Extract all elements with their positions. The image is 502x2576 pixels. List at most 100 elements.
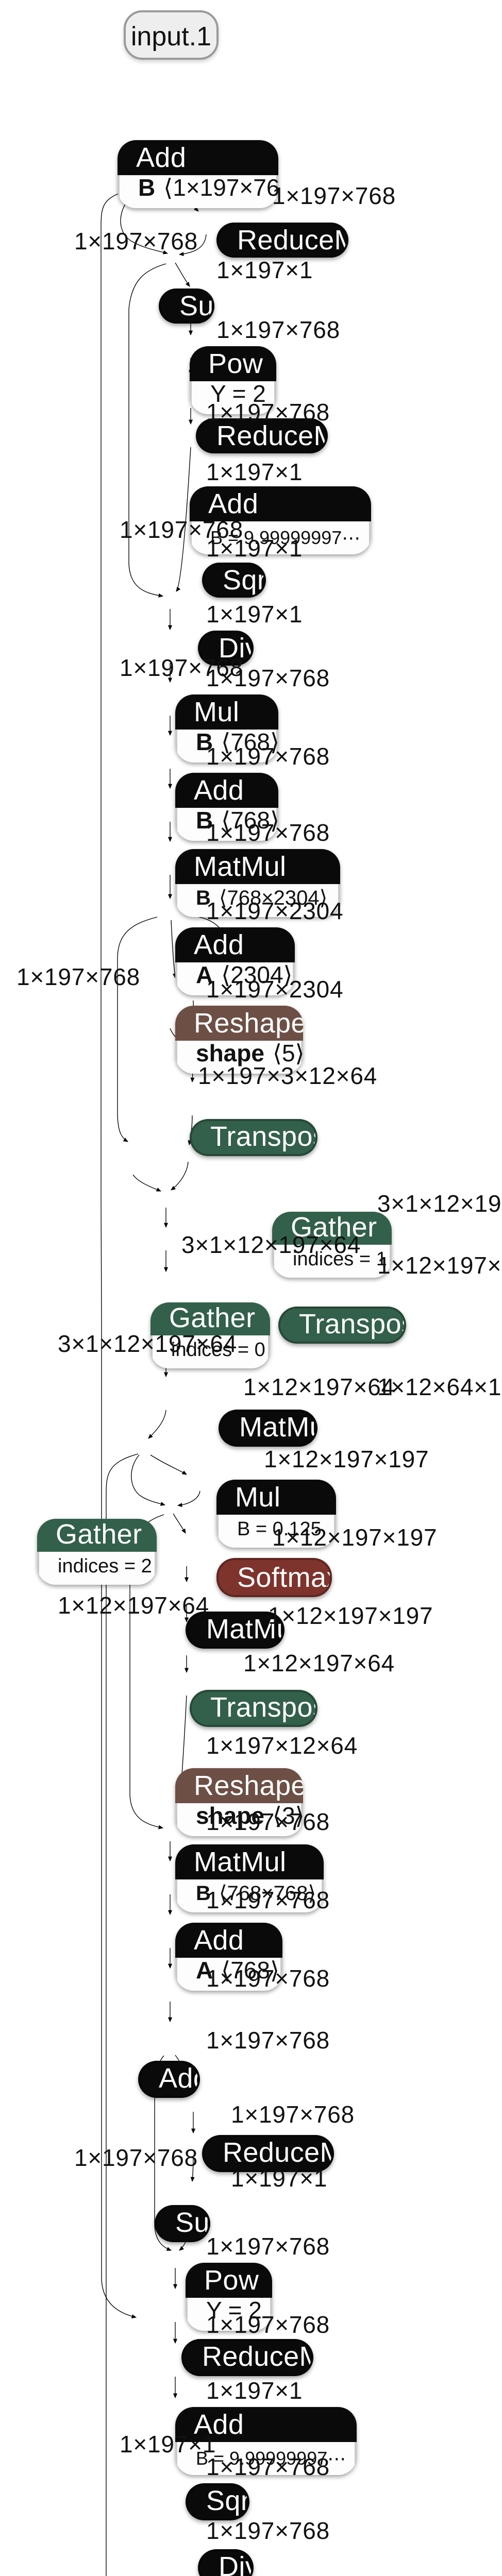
node-op-label: Div	[200, 633, 252, 664]
node-op-label: MatMul	[188, 1614, 282, 1647]
node-op-label: MatMul	[221, 1412, 315, 1445]
node-add-qkv-bias[interactable]: Add A ⟨2304⟩	[175, 927, 295, 995]
node-gather-k[interactable]: Gather indices = 1	[272, 1212, 392, 1278]
node-op-label: Gather	[272, 1212, 392, 1245]
edge-label: 1×197×768	[206, 2236, 330, 2261]
node-op-label: MatMul	[175, 849, 340, 884]
edge-label: 1×197×768	[206, 746, 330, 771]
node-softmax-1[interactable]: Softmax	[216, 1558, 332, 1597]
node-op-label: Softmax	[219, 1560, 330, 1595]
node-attr-value: B = 9.99999997⋯	[196, 2447, 346, 2468]
node-reducemean-3[interactable]: ReduceMean	[202, 2135, 334, 2172]
node-op-label: Pow	[190, 346, 276, 381]
node-transpose-2[interactable]: Transpose	[278, 1307, 406, 1344]
node-attr-row: B = 9.99999997⋯	[175, 2442, 357, 2475]
edge-label: 1×197×1	[206, 2380, 303, 2405]
edge-label: 1×197×1	[231, 2168, 328, 2193]
node-add-1[interactable]: Add B ⟨1×197×768⟩	[118, 140, 278, 208]
node-op-label: Add	[140, 2063, 198, 2096]
node-attr-key: B	[196, 732, 213, 757]
edge-label: 1×197×768	[206, 668, 330, 692]
node-add-proj-bias[interactable]: Add A ⟨768⟩	[175, 1923, 282, 1991]
node-add-eps-2[interactable]: Add B = 9.99999997⋯	[175, 2407, 357, 2475]
edge-label: 1×197×768	[206, 402, 330, 427]
edge-label: 1×197×1	[206, 604, 303, 629]
node-reducemean-2[interactable]: ReduceMean	[196, 418, 328, 453]
node-op-label: MatMul	[175, 1844, 324, 1879]
node-reshape-2[interactable]: Reshape shape ⟨3⟩	[175, 1768, 303, 1836]
node-matmul-proj[interactable]: MatMul B ⟨768×768⟩	[175, 1844, 324, 1912]
edge-label: 1×12×197×197	[268, 1605, 433, 1630]
node-add-2[interactable]: Add B ⟨768⟩	[175, 773, 278, 841]
node-op-label: Pow	[186, 2263, 272, 2298]
edge-label: 1×197×768	[74, 2147, 198, 2172]
node-gather-q[interactable]: Gather indices = 0	[150, 1302, 270, 1368]
edge-label: 1×197×768	[206, 822, 330, 847]
node-attr-key: B	[196, 810, 213, 835]
edge-label: 1×12×197×64	[377, 1255, 502, 1280]
node-attr-value: Y = 2	[210, 384, 266, 409]
node-pow-2[interactable]: Pow Y = 2	[186, 2263, 272, 2331]
node-matmul-qk[interactable]: MatMul	[219, 1410, 317, 1447]
node-mul-1[interactable]: Mul B ⟨768⟩	[175, 694, 278, 762]
node-gather-v[interactable]: Gather indices = 2	[37, 1519, 157, 1585]
node-attr-row: A ⟨2304⟩	[175, 962, 295, 995]
node-div-2[interactable]: Div	[198, 2549, 254, 2576]
node-op-label: Sqrt	[204, 565, 264, 596]
edge-label: 1×197×768	[120, 519, 244, 544]
node-reducemean-4[interactable]: ReduceMean	[181, 2339, 313, 2376]
node-attr-key: shape	[196, 1806, 264, 1831]
node-div-1[interactable]: Div	[198, 631, 254, 666]
edge-label: 1×12×197×64	[243, 1653, 395, 1677]
node-attr-value: ⟨768⟩	[221, 810, 278, 835]
edge-label: 1×197×768	[206, 2030, 330, 2055]
node-attr-value: ⟨1×197×768⟩	[163, 178, 278, 202]
node-op-label: Transpose	[280, 1309, 404, 1342]
node-reshape-1[interactable]: Reshape shape ⟨5⟩	[175, 1006, 303, 1074]
node-transpose-3[interactable]: Transpose	[190, 1690, 317, 1727]
node-pow-1[interactable]: Pow Y = 2	[190, 346, 276, 414]
node-reducemean-1[interactable]: ReduceMean	[216, 223, 348, 258]
node-sub-1[interactable]: Sub	[159, 289, 214, 324]
edge-label: 1×197×768	[206, 2456, 330, 2481]
edge-label: 1×197×2304	[206, 979, 344, 1004]
node-attr-value: ⟨2304⟩	[221, 965, 293, 990]
node-op-label: ReduceMean	[183, 2341, 311, 2374]
edge-label: 1×197×768	[206, 1890, 330, 1914]
node-op-label: Mul	[216, 1480, 336, 1515]
graph-input-node[interactable]: input.1	[124, 10, 219, 60]
node-op-label: Mul	[175, 694, 278, 730]
node-sqrt-1[interactable]: Sqrt	[202, 563, 266, 598]
node-sqrt-2[interactable]: Sqrt	[186, 2483, 249, 2520]
edge-label: 1×197×12×64	[206, 1735, 358, 1760]
node-mul-scale[interactable]: Mul B = 0.125	[216, 1480, 336, 1548]
edge-label: 1×197×768	[206, 1811, 330, 1836]
node-attr-value: B = 0.125	[237, 1519, 322, 1542]
node-op-label: ReduceMean	[204, 2137, 332, 2170]
node-sub-2[interactable]: Sub	[155, 2205, 210, 2242]
node-attr-value: Y = 2	[206, 2300, 262, 2325]
node-transpose-1[interactable]: Transpose	[190, 1119, 317, 1156]
node-attr-row: indices = 2	[37, 1552, 157, 1585]
node-matmul-av[interactable]: MatMul	[186, 1612, 285, 1649]
node-attr-value: ⟨768×768⟩	[219, 1884, 316, 1906]
node-op-label: Gather	[37, 1519, 157, 1552]
edge-label: 1×197×1	[120, 2434, 216, 2459]
node-add-residual-1[interactable]: Add	[138, 2061, 200, 2098]
node-add-eps-1[interactable]: Add B = 9.99999997⋯	[190, 486, 371, 554]
node-attr-key: B	[196, 1884, 211, 1906]
node-attr-value: indices = 2	[58, 1556, 152, 1579]
node-attr-row: shape ⟨5⟩	[175, 1041, 303, 1074]
node-op-label: Div	[200, 2551, 252, 2576]
node-attr-value: ⟨3⟩	[273, 1806, 303, 1831]
node-attr-row: B ⟨768⟩	[175, 730, 278, 762]
node-attr-row: B ⟨1×197×768⟩	[118, 175, 278, 208]
node-attr-row: indices = 0	[150, 1335, 270, 1368]
node-op-label: Sub	[161, 291, 212, 321]
node-op-label: Add	[190, 486, 371, 521]
node-attr-key: A	[196, 1960, 213, 1985]
node-op-label: Add	[175, 927, 295, 962]
node-matmul-qkv[interactable]: MatMul B ⟨768×2304⟩	[175, 849, 340, 917]
node-attr-key: A	[196, 965, 213, 990]
